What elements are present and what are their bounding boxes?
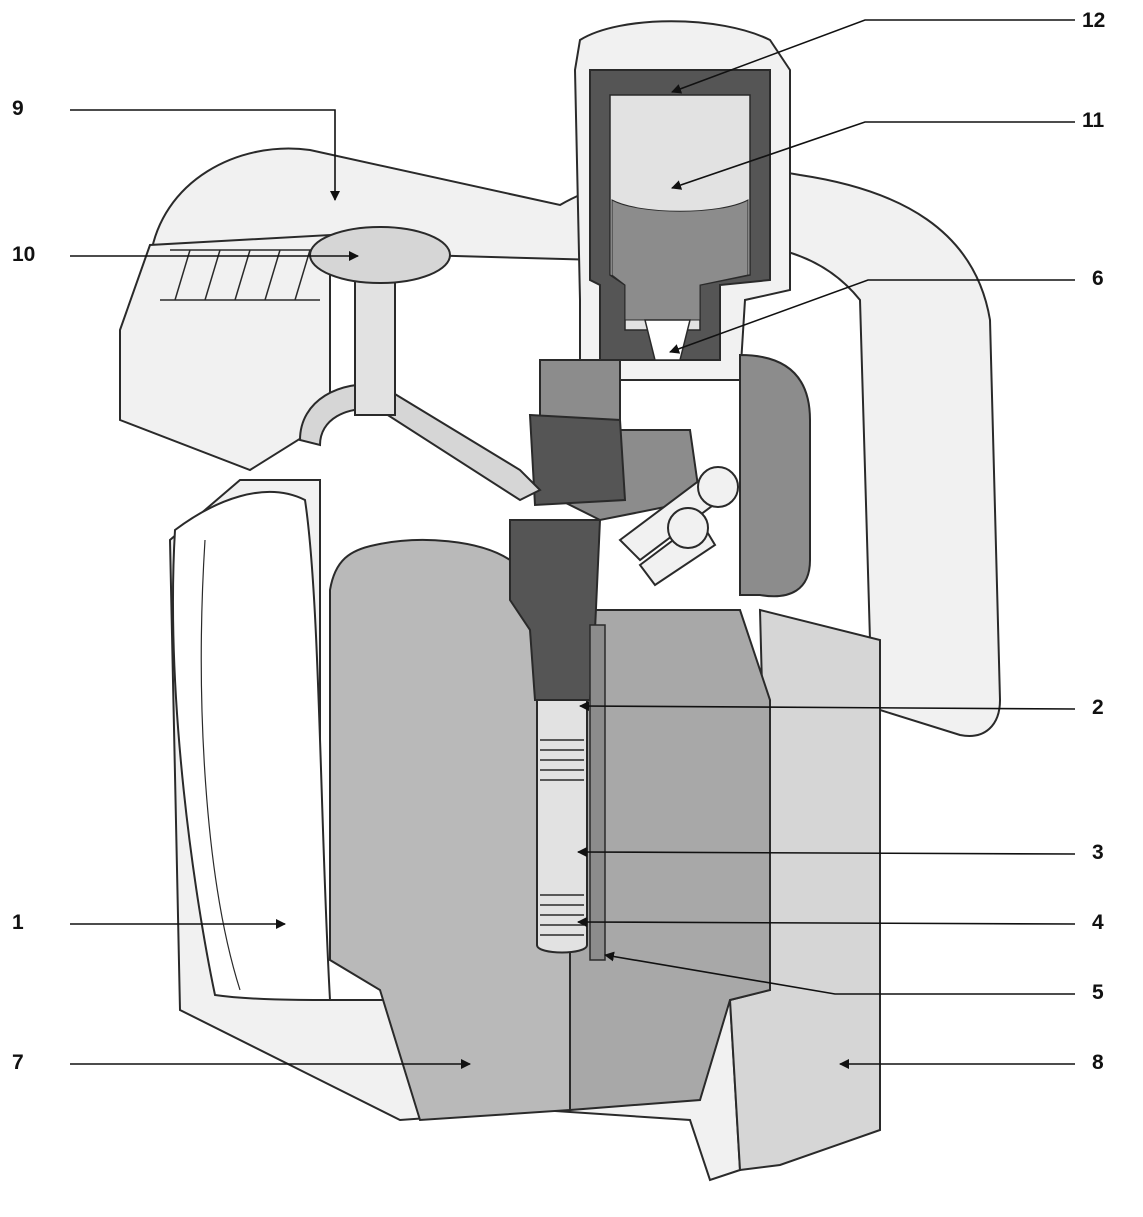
pump-spring-lower — [540, 894, 584, 936]
housing-left-ribs — [160, 249, 330, 301]
callout-label-12: 12 — [1082, 9, 1106, 32]
housing-rear-shell — [148, 147, 1002, 737]
leader-line-9 — [70, 109, 340, 201]
callout-label-4: 4 — [1092, 911, 1104, 934]
callout-label-5: 5 — [1092, 981, 1104, 1004]
pump-spring-upper — [540, 739, 584, 781]
callout-label-1: 1 — [12, 911, 24, 934]
water-tank-right — [569, 609, 771, 1112]
right-cylinder — [739, 353, 811, 598]
motor-body — [528, 413, 627, 507]
leader-line-5 — [604, 951, 1075, 995]
leader-line-11 — [671, 121, 1075, 190]
outlet-hose — [298, 383, 542, 502]
pump-guide-rail — [589, 624, 606, 961]
side-bag — [172, 491, 332, 1002]
callout-label-9: 9 — [12, 97, 24, 120]
leader-line-4 — [577, 917, 1076, 928]
callout-label-8: 8 — [1092, 1051, 1104, 1074]
housing-left-flange — [119, 233, 331, 472]
callout-label-11: 11 — [1082, 109, 1105, 132]
connector-cap-bottom — [667, 507, 709, 549]
callout-label-6: 6 — [1092, 267, 1104, 290]
callout-label-2: 2 — [1092, 696, 1104, 719]
filler-opening — [309, 226, 451, 284]
connector-cap-top — [697, 466, 739, 508]
leader-line-2 — [579, 701, 1076, 712]
leader-line-12 — [671, 19, 1075, 94]
side-bag-seam — [200, 539, 241, 991]
leader-line-6 — [669, 279, 1075, 354]
leader-lines — [70, 19, 1076, 1069]
leader-line-3 — [577, 847, 1076, 858]
callout-label-3: 3 — [1092, 841, 1104, 864]
callout-label-10: 10 — [12, 243, 36, 266]
pump-tube — [536, 699, 588, 954]
callout-label-7: 7 — [12, 1051, 24, 1074]
